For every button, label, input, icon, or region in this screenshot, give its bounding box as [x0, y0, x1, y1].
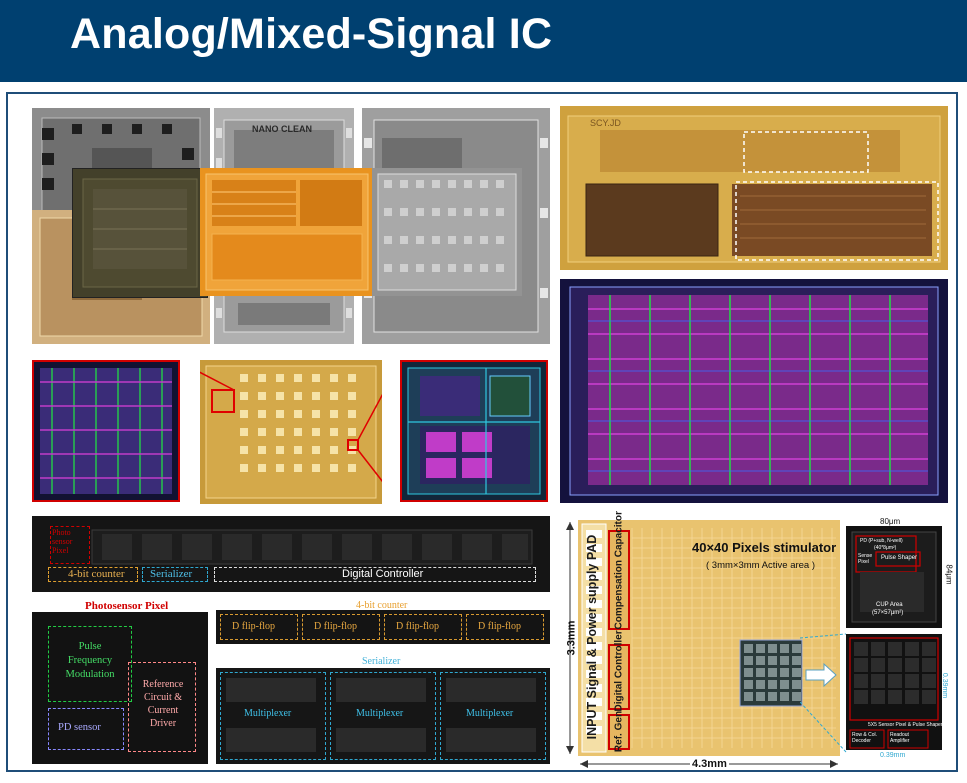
pfm-label: Pulse Frequency Modulation	[65, 641, 115, 680]
cup-area-label: CUP Area	[876, 602, 903, 608]
ref-label: Reference Circuit & Current Driver	[142, 679, 184, 729]
layout-small-left-art	[34, 362, 178, 500]
pixel-panel-title: Photosensor Pixel	[85, 600, 169, 612]
chip-photo-gold-array	[200, 360, 382, 504]
pixel-panel: Pulse Frequency Modulation PD sensor Ref…	[32, 612, 208, 764]
counter-panel-title: 4-bit counter	[356, 600, 408, 611]
die-marking-a: NANO CLEAN	[252, 124, 312, 134]
page-title: Analog/Mixed-Signal IC	[70, 10, 553, 58]
mux-box-2	[330, 672, 436, 760]
sense-label: Sense Pixel	[858, 553, 873, 565]
layout-big-magenta	[560, 279, 948, 503]
strip-controller-box	[214, 567, 536, 582]
pixel-detail-art	[846, 526, 942, 628]
dff-box-4	[466, 614, 544, 640]
strip-serializer-box	[142, 567, 208, 582]
strip-pixel-mark: Photo sensor Pixel	[52, 528, 73, 555]
chip-olive-art	[73, 169, 207, 297]
strip-counter-label: 4-bit counter	[68, 568, 125, 580]
serializer-art	[216, 668, 550, 764]
chip-gold-array-art	[200, 360, 382, 504]
content-frame	[6, 92, 958, 772]
pfm-box	[48, 626, 132, 702]
chip-photo-orange	[200, 168, 374, 296]
pd-box	[48, 708, 124, 750]
array-detail: 5X5 Sensor Pixel & Pulse Shaper Row & Co…	[846, 634, 943, 750]
strip-controller-label: Digital Controller	[342, 568, 424, 580]
stimulator-title: 40×40 Pixels stimulator	[692, 540, 837, 555]
row-col-label: Row & Col. Decoder	[852, 732, 878, 744]
mux-box-1	[220, 672, 326, 760]
dff-box-3	[384, 614, 462, 640]
mux-box-3	[440, 672, 546, 760]
chip-photo-gold-wide: SCY.JD	[560, 106, 948, 270]
title-bar: Analog/Mixed-Signal IC	[0, 0, 967, 82]
mux-label-3: Multiplexer	[466, 708, 514, 719]
layout-zoom-right	[400, 360, 548, 502]
mux-label-2: Multiplexer	[356, 708, 404, 719]
pulse-shaper-label: Pulse Shaper	[881, 555, 918, 561]
dff-label-1: D flip-flop	[232, 621, 276, 632]
counter-panel: D flip-flop D flip-flop D flip-flop D fl…	[216, 610, 550, 644]
dim-height-label: 3.3mm	[565, 620, 578, 656]
pixel-detail: PD (P+sub, N-well) (40*8μm²) Sense Pixel…	[846, 526, 942, 628]
zoom-connector	[800, 633, 847, 753]
layout-big-art	[560, 279, 948, 503]
serializer-panel: Multiplexer Multiplexer Multiplexer	[216, 668, 550, 764]
ref-gen-block	[608, 714, 630, 750]
pd-label: PD sensor	[58, 722, 101, 733]
pd-detail-label: PD (P+sub, N-well)	[860, 538, 903, 544]
chip-gray-grid-art	[372, 168, 522, 296]
stimulator-subtitle: ( 3mm×3mm Active area )	[706, 560, 816, 571]
die-marking-b: SCY.JD	[590, 118, 621, 128]
dff-box-1	[220, 614, 298, 640]
array-detail-art	[846, 634, 942, 750]
serializer-panel-title: Serializer	[362, 656, 401, 667]
ref-box	[128, 662, 196, 752]
pd-detail-size: (40*8μm²)	[874, 545, 897, 551]
layout-strip-top: Photo sensor Pixel 4-bit counter Seriali…	[32, 516, 550, 592]
stimulator-die: INPUT Signal & Power supply PAD Compensa…	[578, 511, 840, 756]
sensor-caption: 5X5 Sensor Pixel & Pulse Shaper	[868, 722, 943, 728]
pixel-height-label: 84μm	[944, 564, 954, 585]
dim-width-label: 4.3mm	[690, 758, 729, 770]
chip-gold-wide-art	[560, 106, 948, 270]
dff-label-4: D flip-flop	[478, 621, 522, 632]
layout-zoom-right-art	[402, 362, 546, 500]
dff-label-2: D flip-flop	[314, 621, 358, 632]
chip-orange-art	[200, 168, 374, 296]
cup-size-label: (57×57μm²)	[872, 610, 904, 616]
chip-photo-gray-grid	[372, 168, 522, 296]
chip-photo-dark-olive	[72, 168, 208, 298]
pixel-width-label: 80μm	[880, 517, 901, 526]
strip-counter-box	[48, 567, 138, 582]
digital-ctrl-block	[608, 644, 630, 710]
layout-strip-art	[32, 516, 550, 592]
strip-serializer-label: Serializer	[150, 568, 193, 580]
array-dim-bottom-label: 0.39mm	[880, 752, 906, 759]
comp-cap-block	[608, 530, 630, 630]
dff-box-2	[302, 614, 380, 640]
strip-pixel-box	[50, 526, 90, 564]
layout-small-left	[32, 360, 180, 502]
readout-label: Readout Amplifier	[890, 732, 910, 744]
mux-label-1: Multiplexer	[244, 708, 292, 719]
dff-label-3: D flip-flop	[396, 621, 440, 632]
array-dim-label: 0.39mm	[941, 672, 949, 699]
